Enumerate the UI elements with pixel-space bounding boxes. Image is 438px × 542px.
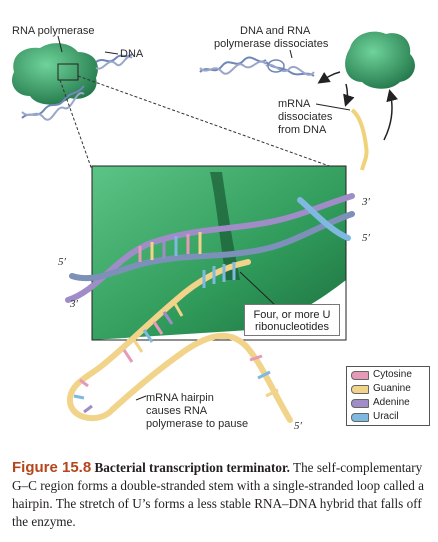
pointer-line-hairpin bbox=[135, 395, 147, 401]
pointer-line-u bbox=[239, 271, 277, 307]
pointer-line-mrna bbox=[315, 103, 351, 111]
legend-swatch-guanine bbox=[351, 385, 369, 394]
label-3prime-top: 3′ bbox=[362, 196, 370, 208]
pointer-line-dna bbox=[104, 51, 119, 55]
mrna-hairpin bbox=[67, 259, 293, 423]
dna-strand-top-left bbox=[21, 53, 133, 121]
label-dna: DNA bbox=[120, 48, 144, 60]
mrna-released bbox=[350, 108, 369, 171]
polymerase-top-right bbox=[345, 31, 415, 89]
zoom-line-left bbox=[59, 79, 93, 171]
legend-label-cytosine: Cytosine bbox=[373, 369, 412, 380]
nucleotide-legend: Cytosine Guanine Adenine Uracil bbox=[346, 366, 430, 426]
label-mrna-2: dissociates bbox=[278, 111, 333, 123]
dna-helix-main bbox=[65, 193, 355, 303]
label-mrna-1: mRNA bbox=[278, 98, 311, 110]
label-hairpin-3: polymerase to pause bbox=[146, 418, 249, 430]
label-hairpin-1: mRNA hairpin bbox=[146, 392, 214, 404]
legend-label-uracil: Uracil bbox=[373, 411, 399, 422]
label-hairpin-2: causes RNA bbox=[146, 405, 208, 417]
zoom-source-box bbox=[57, 63, 79, 81]
label-5prime-left: 5′ bbox=[58, 256, 66, 268]
figure-caption-text: The self-complementary G–C region forms … bbox=[12, 460, 424, 529]
legend-swatch-cytosine bbox=[351, 371, 369, 380]
dna-dissociated bbox=[199, 56, 315, 77]
dna-bubble bbox=[267, 59, 285, 73]
label-rna-polymerase: RNA polymerase bbox=[12, 25, 95, 37]
pointer-line-dissociate bbox=[289, 49, 293, 59]
label-3prime-left: 3′ bbox=[70, 298, 78, 310]
legend-label-adenine: Adenine bbox=[373, 397, 410, 408]
arrow-up-return bbox=[383, 89, 399, 141]
label-u-1: Four, or more U bbox=[253, 309, 331, 321]
arrow-down-mrna bbox=[343, 83, 355, 107]
legend-label-guanine: Guanine bbox=[373, 383, 411, 394]
figure-title: Bacterial transcription terminator. bbox=[94, 460, 290, 475]
label-dissociate-1: DNA and RNA bbox=[240, 25, 311, 37]
figure-number: Figure 15.8 bbox=[12, 459, 92, 476]
legend-swatch-adenine bbox=[351, 399, 369, 408]
legend-swatch-uracil bbox=[351, 413, 369, 422]
label-5prime-right: 5′ bbox=[362, 232, 370, 244]
label-mrna-3: from DNA bbox=[278, 124, 327, 136]
zoom-line-right bbox=[77, 75, 347, 173]
arrow-polymerase-to-dna bbox=[317, 71, 341, 84]
label-dissociate-2: polymerase dissociates bbox=[214, 38, 329, 50]
polymerase-top-left bbox=[11, 43, 98, 105]
pointer-line-polymerase bbox=[57, 35, 63, 53]
hairpin-base-ticks bbox=[73, 301, 279, 414]
figure-caption: Figure 15.8 Bacterial transcription term… bbox=[12, 459, 430, 531]
dna-base-ticks bbox=[138, 232, 202, 262]
label-u-ribonucleotides: Four, or more U ribonucleotides bbox=[244, 304, 340, 336]
u-ribonucleotides bbox=[202, 262, 236, 288]
label-5prime-bottom: 5′ bbox=[294, 420, 302, 432]
label-u-2: ribonucleotides bbox=[255, 321, 329, 333]
